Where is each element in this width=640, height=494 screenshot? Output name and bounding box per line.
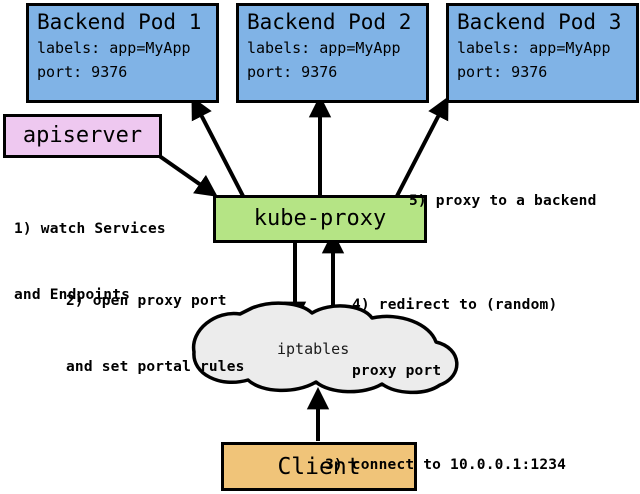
apiserver-box[interactable]: apiserver <box>3 114 162 158</box>
annotation-step-5-line-1: 5) proxy to a backend <box>409 193 597 209</box>
annotation-step-2-line-1: 2) open proxy port <box>66 293 227 309</box>
arrow-apiserver-to-kubeproxy <box>156 153 218 197</box>
annotation-step-1-line-2: and Endpoints <box>14 287 131 303</box>
annotation-step-4-line-1: 4) redirect to (random) <box>352 297 558 313</box>
arrow-kubeproxy-to-pod1 <box>191 96 245 197</box>
annotation-step-3-line-1: 3) connect to 10.0.0.1:1234 <box>325 457 567 473</box>
client-box[interactable]: Client <box>221 442 417 491</box>
kube-proxy-box[interactable]: kube-proxy <box>213 195 427 243</box>
arrow-kubeproxy-to-pod3 <box>395 96 449 197</box>
backend-pod-2-title: Backend Pod 2 <box>247 10 412 34</box>
annotation-step-5: 5) proxy to a backend <box>409 146 597 256</box>
annotation-step-1: 1) watch Services and Endpoints <box>14 174 166 350</box>
annotation-step-2-line-2: and set portal rules <box>66 359 245 375</box>
annotation-step-3: 3) connect to 10.0.0.1:1234 <box>325 410 566 494</box>
backend-pod-3-labels: labels: app=MyApp <box>457 39 611 57</box>
backend-pod-3-box[interactable]: Backend Pod 3 labels: app=MyApp port: 93… <box>446 3 639 103</box>
backend-pod-3-title: Backend Pod 3 <box>457 10 622 34</box>
backend-pod-1-port: port: 9376 <box>37 63 128 81</box>
backend-pod-2-port: port: 9376 <box>247 63 338 81</box>
backend-pod-1-labels: labels: app=MyApp <box>37 39 191 57</box>
annotation-step-4-line-2: proxy port <box>352 363 442 379</box>
annotation-step-4: 4) redirect to (random) proxy port <box>352 250 557 426</box>
kube-proxy-label: kube-proxy <box>253 206 387 231</box>
client-label: Client <box>277 453 361 480</box>
backend-pod-1-box[interactable]: Backend Pod 1 labels: app=MyApp port: 93… <box>26 3 219 103</box>
backend-pod-1-title: Backend Pod 1 <box>37 10 202 34</box>
annotation-step-1-line-1: 1) watch Services <box>14 221 166 237</box>
iptables-cloud-shape <box>191 301 459 395</box>
annotation-step-2: 2) open proxy port and set portal rules <box>66 246 245 422</box>
backend-pod-2-box[interactable]: Backend Pod 2 labels: app=MyApp port: 93… <box>236 3 429 103</box>
iptables-label: iptables <box>277 340 350 358</box>
backend-pod-2-labels: labels: app=MyApp <box>247 39 401 57</box>
apiserver-label: apiserver <box>22 123 143 148</box>
backend-pod-3-port: port: 9376 <box>457 63 548 81</box>
